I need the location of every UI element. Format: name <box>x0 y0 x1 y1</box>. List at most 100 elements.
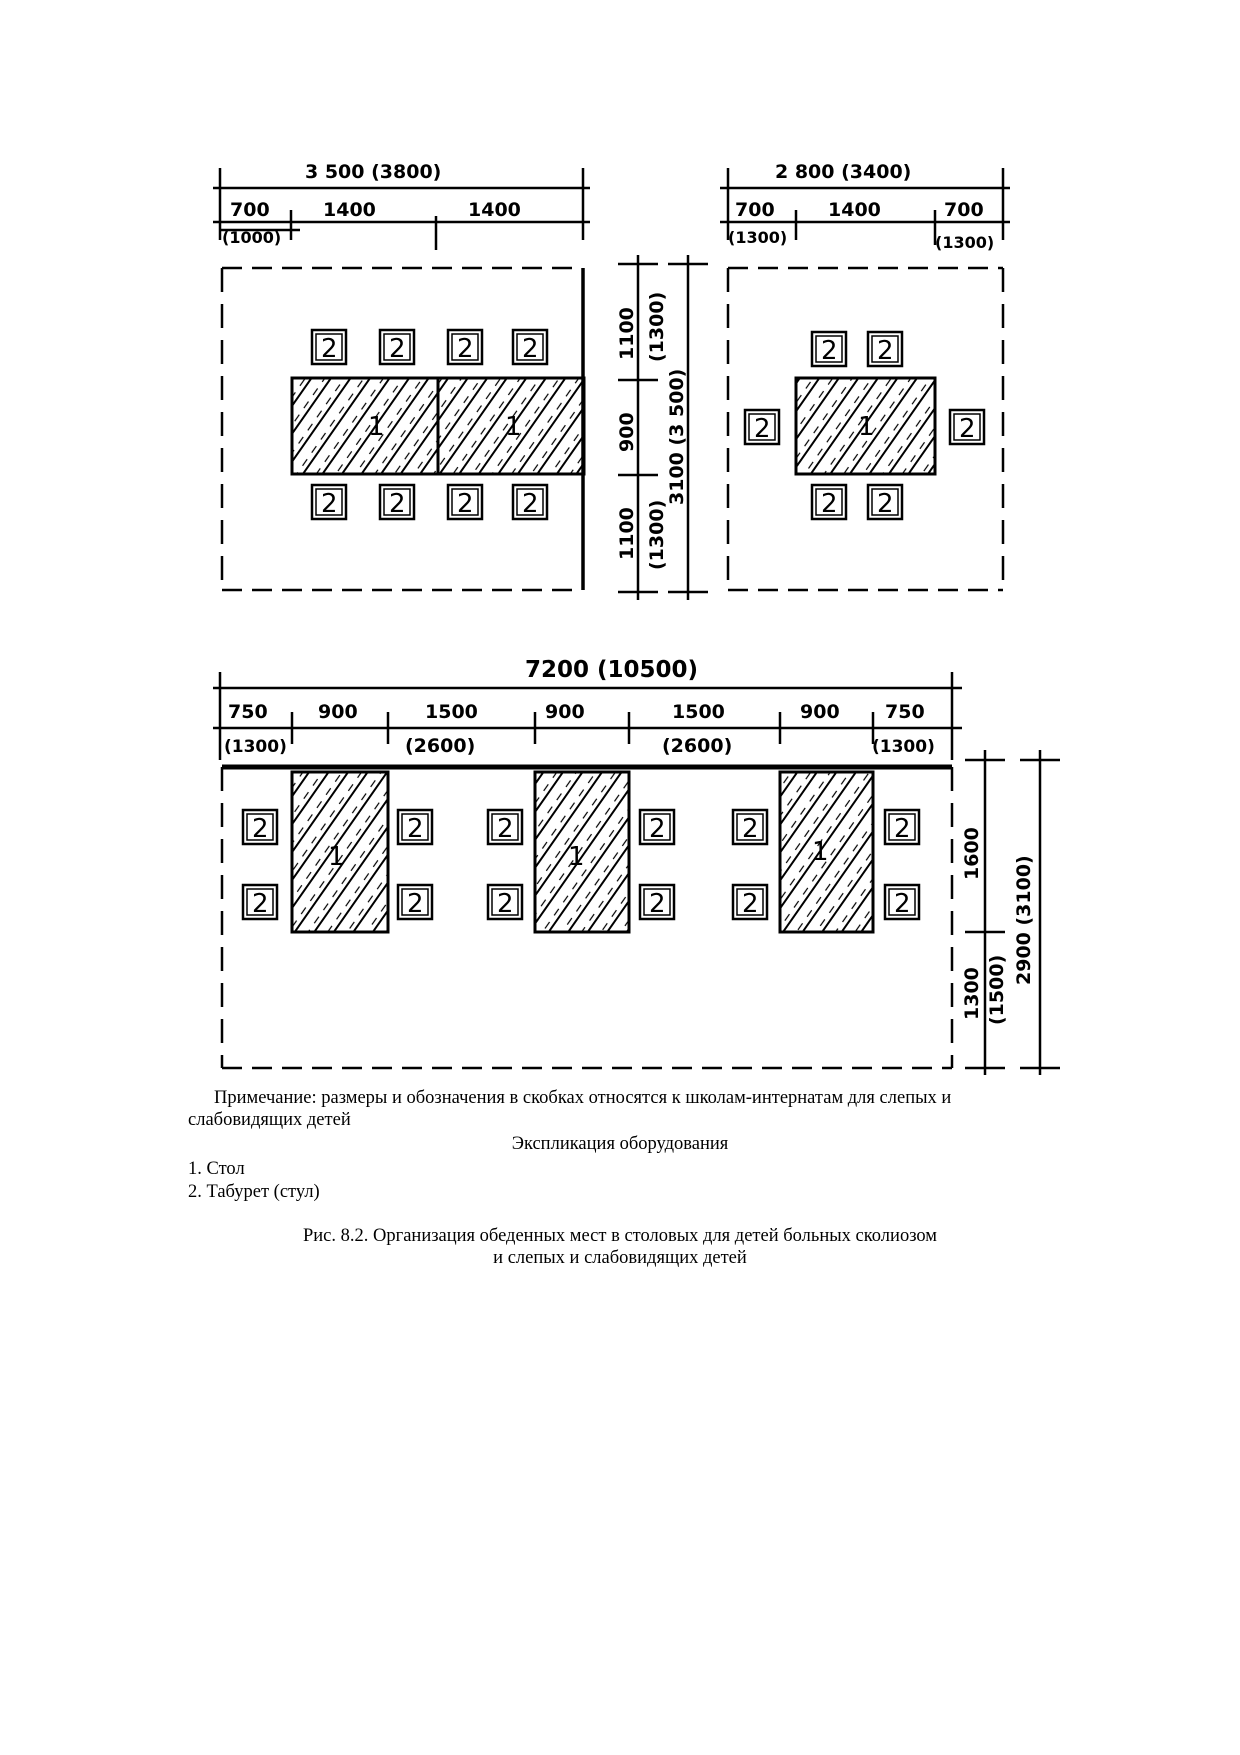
table-label: 1 <box>368 412 385 442</box>
stool-label: 2 <box>497 814 514 844</box>
plan-c-seg-5-alt: (2600) <box>662 735 732 757</box>
stool-mark: 2 <box>638 808 676 846</box>
plan-b-seg-1-alt: (1300) <box>728 228 787 247</box>
stool-label: 2 <box>522 334 539 364</box>
stool-mark: 2 <box>743 408 781 446</box>
stool-mark: 2 <box>396 808 434 846</box>
plan-b-seg-2: 1400 <box>828 199 881 221</box>
stool-label: 2 <box>742 814 759 844</box>
plan-c-side-2: 1300 <box>961 967 983 1020</box>
stool-mark: 2 <box>396 883 434 921</box>
plan-c-total-width: 7200 (10500) <box>525 657 698 683</box>
plan-c-side-1: 1600 <box>961 827 983 880</box>
plan-b-seg-3-alt: (1300) <box>935 233 994 252</box>
stool-label: 2 <box>522 489 539 519</box>
plan-a-side-2: 900 <box>616 412 638 452</box>
stool-label: 2 <box>457 489 474 519</box>
stool-mark: 2 <box>486 883 524 921</box>
stool-label: 2 <box>894 814 911 844</box>
stool-mark: 2 <box>511 483 549 521</box>
stool-mark: 2 <box>310 328 348 366</box>
plan-c-seg-4: 900 <box>545 701 585 723</box>
stool-label: 2 <box>877 336 894 366</box>
plan-a-seg-1-alt: (1000) <box>222 228 281 247</box>
stool-label: 2 <box>821 336 838 366</box>
plan-a-side-1-alt: (1300) <box>646 292 668 362</box>
plan-c-total-depth: 2900 (3100) <box>1013 855 1035 985</box>
stool-label: 2 <box>407 814 424 844</box>
stool-label: 2 <box>742 889 759 919</box>
plan-c-side-2-alt: (1500) <box>986 955 1008 1025</box>
plan-b-table: 1 <box>794 376 937 476</box>
stool-mark: 2 <box>511 328 549 366</box>
stool-mark: 2 <box>731 883 769 921</box>
plan-a-total-width: 3 500 (3800) <box>305 161 441 183</box>
stool-label: 2 <box>821 489 838 519</box>
stool-label: 2 <box>389 334 406 364</box>
stool-label: 2 <box>649 814 666 844</box>
note-text: Примечание: размеры и обозначения в скоб… <box>188 1088 952 1130</box>
plan-b-total-width: 2 800 (3400) <box>775 161 911 183</box>
table-label: 1 <box>505 412 522 442</box>
stool-mark: 2 <box>810 330 848 368</box>
plan-c-seg-6: 900 <box>800 701 840 723</box>
explication-item-2: 2. Табурет (стул) <box>188 1182 320 1202</box>
caption-line-1: Рис. 8.2. Организация обеденных мест в с… <box>302 1226 937 1246</box>
stool-mark: 2 <box>446 328 484 366</box>
stool-label: 2 <box>959 414 976 444</box>
plan-a-stools: 2 2 2 2 2 2 2 2 <box>310 328 549 521</box>
stool-label: 2 <box>407 889 424 919</box>
stool-mark: 2 <box>638 883 676 921</box>
stool-mark: 2 <box>241 883 279 921</box>
plan-c-seg-2: 900 <box>318 701 358 723</box>
plan-a-side-3-alt: (1300) <box>646 500 668 570</box>
plan-c <box>213 672 1060 1075</box>
plan-a-total-depth: 3100 (3 500) <box>666 369 688 505</box>
stool-mark: 2 <box>486 808 524 846</box>
plan-b <box>720 168 1010 592</box>
plan-c-seg-7-alt: (1300) <box>872 737 935 757</box>
plan-c-seg-1: 750 <box>228 701 268 723</box>
stool-mark: 2 <box>310 483 348 521</box>
plan-b-stools: 2 2 2 2 2 2 <box>743 330 986 521</box>
stool-label: 2 <box>894 889 911 919</box>
stool-label: 2 <box>252 814 269 844</box>
stool-label: 2 <box>389 489 406 519</box>
stool-label: 2 <box>877 489 894 519</box>
stool-mark: 2 <box>378 328 416 366</box>
table-label: 1 <box>812 837 829 867</box>
stool-mark: 2 <box>883 808 921 846</box>
table-label: 1 <box>568 842 585 872</box>
figure-caption: Рис. 8.2. Организация обеденных мест в с… <box>0 1225 1240 1269</box>
plan-b-seg-3: 700 <box>944 199 984 221</box>
stool-label: 2 <box>321 334 338 364</box>
stool-mark: 2 <box>883 883 921 921</box>
stool-label: 2 <box>321 489 338 519</box>
plan-a-seg-3: 1400 <box>468 199 521 221</box>
stool-mark: 2 <box>810 483 848 521</box>
plan-c-tables: 1 1 1 <box>290 770 875 934</box>
plan-c-stools: 2 2 2 2 2 2 2 2 2 2 2 2 <box>241 808 921 921</box>
plan-c-seg-3-alt: (2600) <box>405 735 475 757</box>
stool-label: 2 <box>754 414 771 444</box>
plan-a-seg-2: 1400 <box>323 199 376 221</box>
plan-c-seg-5: 1500 <box>672 701 725 723</box>
stool-mark: 2 <box>866 483 904 521</box>
stool-mark: 2 <box>866 330 904 368</box>
caption-line-2: и слепых и слабовидящих детей <box>493 1248 747 1268</box>
plan-c-seg-1-alt: (1300) <box>224 737 287 757</box>
stool-mark: 2 <box>948 408 986 446</box>
table-label: 1 <box>328 842 345 872</box>
stool-label: 2 <box>457 334 474 364</box>
stool-label: 2 <box>497 889 514 919</box>
plan-a-tables: 1 1 <box>290 376 586 476</box>
stool-mark: 2 <box>446 483 484 521</box>
stool-mark: 2 <box>731 808 769 846</box>
explication-item-1: 1. Стол <box>188 1159 245 1179</box>
plan-c-seg-7: 750 <box>885 701 925 723</box>
table-label: 1 <box>858 412 875 442</box>
stool-mark: 2 <box>241 808 279 846</box>
plan-a-seg-1: 700 <box>230 199 270 221</box>
explication-title: Экспликация оборудования <box>511 1134 729 1154</box>
